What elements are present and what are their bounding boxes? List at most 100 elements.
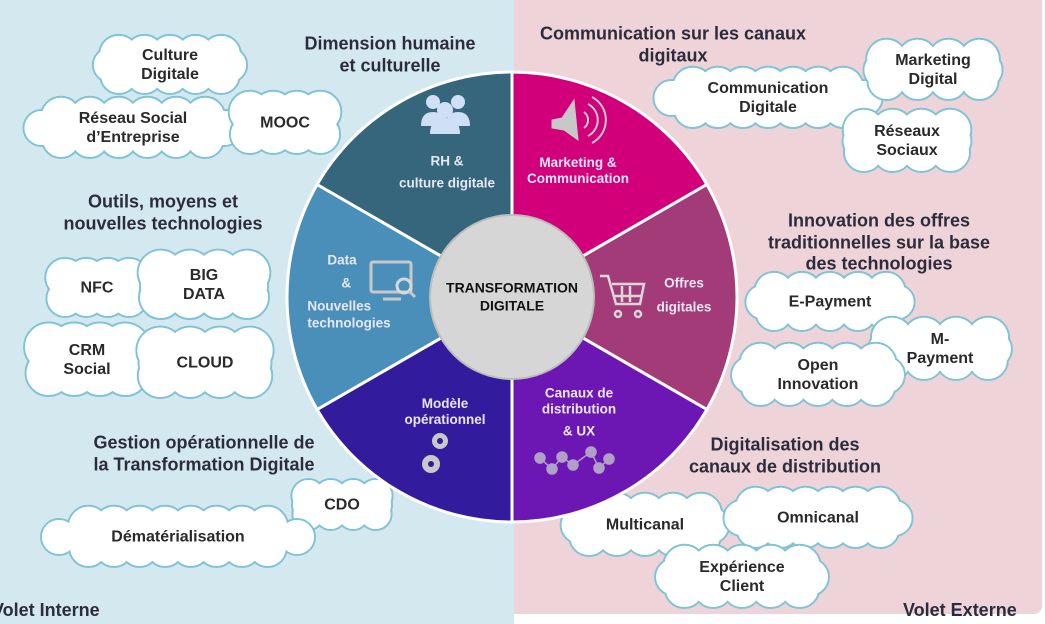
- cloud-label-line: Digitale: [739, 99, 797, 116]
- cloud-internal-tools-clouds-2: [23, 321, 151, 397]
- cloud-external-innov-clouds-1: [867, 315, 1013, 382]
- heading-tools-line1: Outils, moyens et: [87, 191, 239, 212]
- cloud-external-dist-clouds-2: [654, 543, 830, 609]
- cloud-label-line: E-Payment: [788, 293, 872, 311]
- cloud-internal-human-clouds-2: [227, 89, 343, 156]
- cloud-label-line: Sociaux: [876, 142, 938, 159]
- cloud-label-line: MOOC: [260, 114, 310, 132]
- cloud-label-line: Multicanal: [605, 516, 685, 534]
- cloud-label-line: CDO: [324, 496, 360, 514]
- cloud-label-line: Réseau Social: [78, 109, 188, 127]
- monitor-search-icon: [369, 260, 417, 301]
- cloud-external-dist-clouds-1: [722, 485, 914, 549]
- heading-dist-line1: Digitalisation des: [710, 434, 860, 455]
- cloud-label: CDO: [324, 495, 360, 514]
- cloud-external-comm-clouds-1: [862, 37, 1004, 102]
- cloud-internal-tools-clouds-3: [135, 325, 275, 400]
- segment-rh-line2: culture digitale: [398, 175, 496, 190]
- segment-canaux-line3: & UX: [562, 424, 596, 440]
- segment-modele-line1: Modèle: [421, 395, 469, 411]
- segment-data-line1: Data: [327, 252, 357, 268]
- segment-data-line4: technologies: [307, 314, 391, 330]
- center-line2: DIGITALE: [479, 297, 545, 313]
- cloud-label-line: NFC: [80, 279, 114, 297]
- cloud-label-line: Social: [63, 361, 111, 378]
- cloud-external-innov-clouds-2: [730, 341, 906, 408]
- cloud-label-line: Client: [719, 578, 765, 595]
- cloud-label: Multicanal: [606, 515, 684, 534]
- heading-innov-line2: traditionnelles sur la base: [767, 232, 991, 253]
- cloud-label-line: M-: [930, 330, 950, 348]
- heading-dist-line2: canaux de distribution: [688, 456, 882, 476]
- volet-interne-label: Volet Interne: [0, 600, 100, 620]
- cloud-external-comm-clouds-2: [841, 107, 973, 174]
- segment-modele-line2: opérationnel: [404, 412, 486, 427]
- cloud-label-line: DATA: [182, 286, 226, 303]
- segment-rh-label: RH &culture digitale: [399, 150, 495, 193]
- heading-human-line1: Dimension humaine: [304, 33, 476, 54]
- segment-marketing-label: Marketing &Communication: [527, 155, 629, 187]
- cloud-label: MOOC: [260, 113, 310, 132]
- cloud-external-dist-clouds-0: [559, 491, 731, 557]
- heading-innov-line3: des technologies: [805, 253, 953, 274]
- cloud-label: NFC: [81, 278, 114, 297]
- cloud-label-line: Open: [797, 356, 839, 374]
- segment-offres-line2: digitales: [656, 300, 712, 315]
- segment-data-line3: Nouvelles: [307, 298, 372, 313]
- heading-comm-line1: Communication sur les canaux: [539, 23, 807, 44]
- segment-canaux-line2: distribution: [541, 401, 617, 417]
- center-line1: TRANSFORMATION: [446, 279, 578, 296]
- cloud-label-line: Dématérialisation: [111, 528, 245, 546]
- cloud-label: BIG DATA: [183, 266, 225, 304]
- cloud-label-line: Digital: [908, 71, 958, 88]
- segment-offres-label: Offres digitales: [657, 272, 712, 321]
- cloud-label-line: d’Entreprise: [86, 129, 180, 146]
- cloud-label: CLOUD: [177, 353, 234, 372]
- cloud-label: Omnicanal: [777, 508, 859, 527]
- network-icon: [534, 446, 615, 475]
- heading-comm-line2: digitaux: [638, 45, 708, 65]
- segment-canaux-line1: Canaux de: [544, 385, 614, 401]
- shopping-cart-icon: [600, 274, 646, 319]
- segment-data: [285, 182, 516, 412]
- cloud-label: Réseau Social d’Entreprise: [79, 109, 188, 147]
- cloud-label-line: Innovation: [777, 376, 859, 393]
- cloud-label-line: Expérience: [699, 558, 785, 576]
- megaphone-icon: [551, 96, 607, 144]
- cloud-label-line: BIG: [189, 266, 219, 284]
- cloud-label: Dématérialisation: [111, 527, 244, 546]
- cloud-label-line: Réseaux: [874, 122, 940, 140]
- cloud-label: E-Payment: [789, 292, 872, 311]
- segment-marketing-line2: Communication: [526, 171, 630, 186]
- cloud-label-line: CRM: [68, 341, 106, 359]
- cloud-internal-tools-clouds-1: [136, 248, 272, 320]
- cloud-external-innov-clouds-0: [744, 270, 916, 333]
- cloud-internal-human-clouds-0: [91, 33, 249, 96]
- segment-offres-line1: Offres: [664, 275, 704, 291]
- cloud-internal-human-clouds-1: [22, 95, 244, 160]
- cloud-label: CRM Social: [63, 341, 110, 379]
- people-icon: [421, 95, 470, 134]
- cloud-label-line: CLOUD: [176, 354, 234, 372]
- heading-innov-line1: Innovation des offres: [787, 210, 971, 231]
- heading-ops-line1: Gestion opérationnelle de: [93, 432, 315, 453]
- cloud-label-line: Digitale: [141, 66, 199, 83]
- cloud-label: M- Payment: [907, 330, 974, 368]
- segment-data-line2: &: [341, 275, 352, 291]
- cloud-label-line: Payment: [906, 350, 974, 367]
